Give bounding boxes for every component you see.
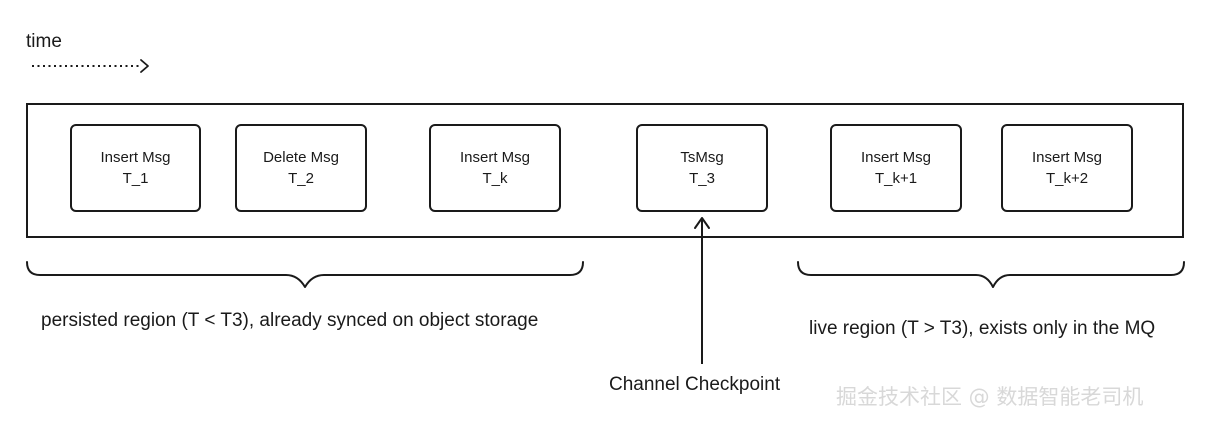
message-timestamp: T_k+1 [874,170,918,187]
persisted-region-label: persisted region (T < T3), already synce… [41,310,539,331]
message-type: Delete Msg [263,149,339,166]
channel-checkpoint-label: Channel Checkpoint [609,374,781,395]
message-box-insert-tk1: Insert Msg T_k+1 [830,124,962,212]
message-box-tsmsg-t3: TsMsg T_3 [636,124,768,212]
message-type: TsMsg [680,149,724,166]
message-box-insert-tk2: Insert Msg T_k+2 [1001,124,1133,212]
message-type: Insert Msg [459,149,531,166]
live-region-brace [797,261,1185,288]
checkpoint-arrow-head-icon [694,217,710,229]
message-type: Insert Msg [100,149,171,166]
message-box-delete-t2: Delete Msg T_2 [235,124,367,212]
live-region-label: live region (T > T3), exists only in the… [809,318,1156,339]
message-timestamp: T_1 [122,170,149,187]
message-timestamp: T_k+2 [1045,170,1089,187]
watermark: 掘金技术社区 @ 数据智能老司机 [836,385,1144,409]
message-box-insert-tk: Insert Msg T_k [429,124,561,212]
time-arrow-icon [32,59,149,73]
message-type: Insert Msg [1031,149,1103,166]
message-timestamp: T_k [482,170,508,187]
time-label: time [26,31,62,52]
message-type: Insert Msg [860,149,932,166]
message-timestamp: T_3 [689,170,715,187]
message-timestamp: T_2 [288,170,314,187]
message-box-insert-t1: Insert Msg T_1 [70,124,201,212]
message-stream-container [26,103,1184,238]
persisted-region-brace [26,261,584,288]
